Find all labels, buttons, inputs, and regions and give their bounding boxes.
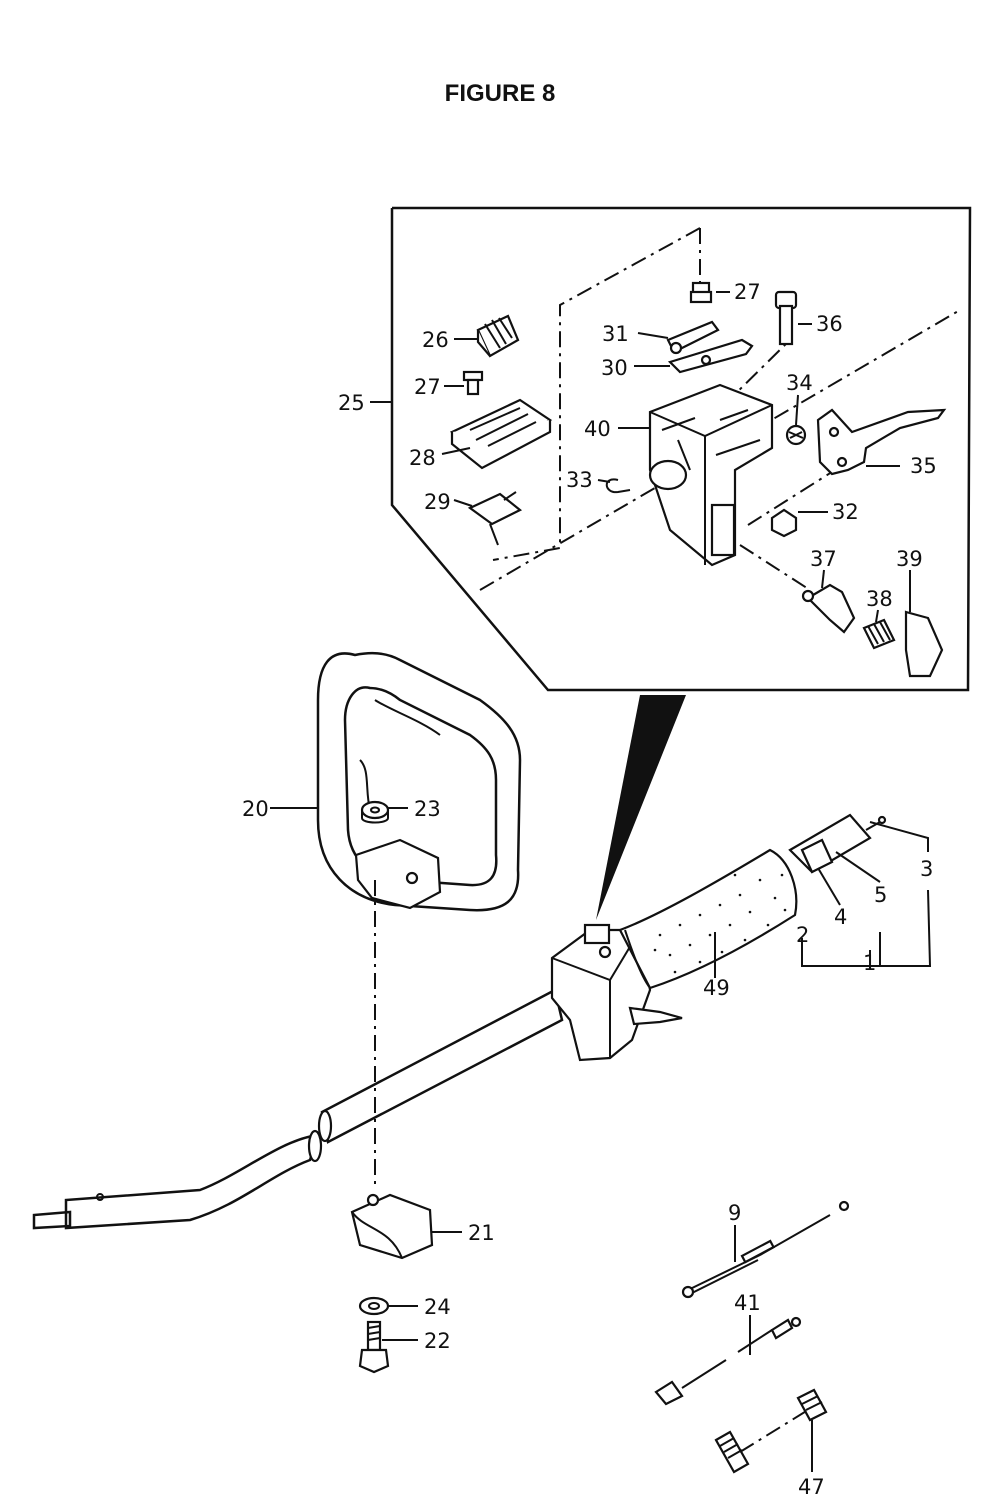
part-24-washer xyxy=(358,1296,390,1316)
label-24: 24 xyxy=(424,1295,451,1319)
drive-shaft-tube xyxy=(32,988,564,1230)
label-47: 47 xyxy=(798,1475,825,1499)
part-23-nut xyxy=(360,800,390,824)
label-9: 9 xyxy=(728,1201,741,1225)
part-49-grip xyxy=(618,848,798,990)
part-37-lever xyxy=(801,583,856,634)
label-25: 25 xyxy=(338,391,365,415)
part-34-spring xyxy=(785,424,807,446)
label-49: 49 xyxy=(703,976,730,1000)
part-29-switch xyxy=(467,491,523,546)
part-31-spring-plate xyxy=(666,320,720,355)
label-26: 26 xyxy=(422,328,449,352)
label-41: 41 xyxy=(734,1291,761,1315)
part-30-contact-plate xyxy=(667,338,754,374)
part-35-throttle-trigger xyxy=(816,408,947,476)
part-39-lever-cover xyxy=(904,610,944,678)
label-33: 33 xyxy=(566,468,593,492)
figure-title: FIGURE 8 xyxy=(444,80,556,107)
part-22-bolt xyxy=(358,1320,390,1374)
label-20: 20 xyxy=(242,797,269,821)
label-32: 32 xyxy=(832,500,859,524)
label-27-left: 27 xyxy=(414,375,441,399)
label-40: 40 xyxy=(584,417,611,441)
callout-labels: 25 26 27 28 29 27 31 30 40 33 36 34 35 3… xyxy=(242,280,937,1499)
tube-end-fitting xyxy=(788,813,887,874)
label-3: 3 xyxy=(920,857,933,881)
label-28: 28 xyxy=(409,446,436,470)
label-34: 34 xyxy=(786,371,813,395)
label-27-top: 27 xyxy=(734,280,761,304)
label-29: 29 xyxy=(424,490,451,514)
part-40-handle-housing xyxy=(648,383,774,567)
label-36: 36 xyxy=(816,312,843,336)
part-36-bolt xyxy=(774,290,798,346)
label-5: 5 xyxy=(874,883,887,907)
part-33-clip xyxy=(605,478,631,494)
label-23: 23 xyxy=(414,797,441,821)
label-22: 22 xyxy=(424,1329,451,1353)
callout-arrow xyxy=(596,695,686,920)
leader-lines xyxy=(270,291,932,1472)
label-4: 4 xyxy=(834,905,847,929)
handle-clamp-upper xyxy=(354,838,442,910)
part-28-slide-plate xyxy=(449,398,553,470)
label-2: 2 xyxy=(796,923,809,947)
label-1: 1 xyxy=(863,951,876,975)
label-31: 31 xyxy=(602,322,629,346)
label-35: 35 xyxy=(910,454,937,478)
label-37: 37 xyxy=(810,547,837,571)
part-47-sleeve xyxy=(714,1388,828,1474)
label-21: 21 xyxy=(468,1221,495,1245)
label-39: 39 xyxy=(896,547,923,571)
part-21-lower-clamp xyxy=(350,1193,434,1260)
part-20-loop-handle xyxy=(316,651,522,912)
part-27-screw-top xyxy=(689,281,713,304)
main-handle-housing xyxy=(550,923,683,1062)
part-32-nut xyxy=(770,508,798,538)
label-38: 38 xyxy=(866,587,893,611)
part-38-spring xyxy=(862,618,896,650)
inset-frame xyxy=(390,206,972,920)
part-41-stop-wire xyxy=(654,1316,802,1406)
part-27-screw-left xyxy=(462,370,484,396)
part-26-cap xyxy=(476,314,520,358)
part-9-throttle-cable xyxy=(681,1200,850,1299)
label-30: 30 xyxy=(601,356,628,380)
